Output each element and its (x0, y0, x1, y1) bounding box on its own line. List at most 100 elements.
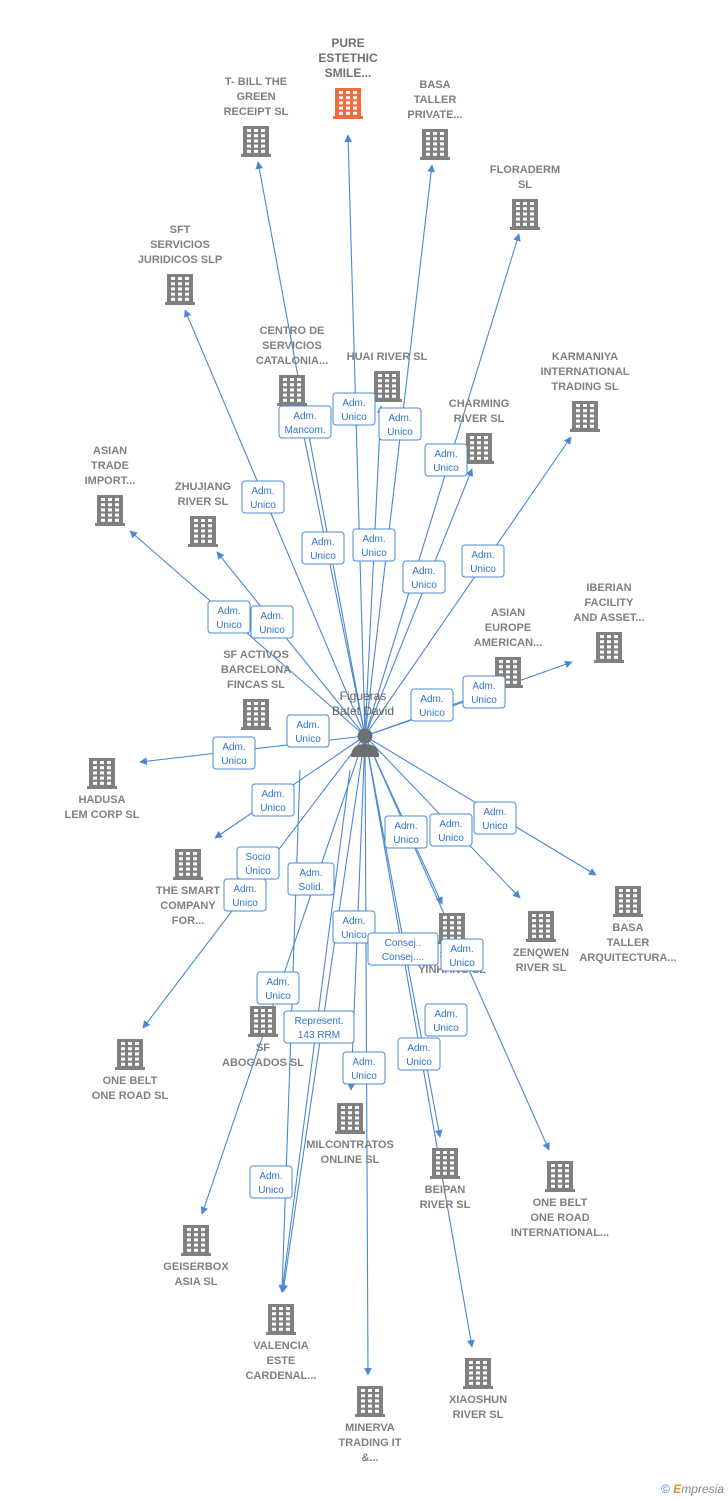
relation-text: Unico (258, 1185, 284, 1196)
relation-label-r3[interactable]: Adm.Unico (378, 407, 422, 441)
company-label: FOR... (172, 915, 204, 927)
center-person[interactable]: Figueras Batet David (332, 689, 394, 757)
company-label: SERVICIOS (262, 340, 322, 352)
building-icon (613, 886, 643, 917)
relation-label-r12[interactable]: Adm.Unico (410, 688, 454, 722)
relation-label-r7[interactable]: Adm.Unico (352, 528, 396, 562)
building-icon (241, 699, 271, 730)
company-node-asiantrade[interactable]: ASIANTRADEIMPORT... (85, 445, 136, 526)
edge-to-asiantrade (129, 530, 366, 737)
relation-label-r10[interactable]: Adm.Unico (207, 600, 251, 634)
company-node-hadusa[interactable]: HADUSA LEM CORP SL (65, 758, 140, 821)
person-body (351, 744, 379, 757)
relation-label-r9[interactable]: Adm.Unico (461, 544, 505, 578)
relation-text: Adm. (362, 534, 385, 545)
relation-label-r24[interactable]: Consej..Consej.... (367, 932, 439, 966)
company-label: THE SMART (156, 885, 220, 897)
relation-label-r22[interactable]: Adm.Solid. (287, 862, 335, 896)
edge-to-basa1 (364, 164, 436, 737)
brand-logo[interactable]: Empresia (673, 1482, 724, 1496)
relation-text: Adm. (342, 398, 365, 409)
relation-label-r5[interactable]: Adm.Unico (241, 480, 285, 514)
relation-label-r14[interactable]: Adm.Unico (286, 714, 330, 748)
company-node-basa1[interactable]: BASATALLERPRIVATE... (407, 79, 463, 160)
company-node-valencia[interactable]: VALENCIAESTECARDENAL... (246, 1304, 317, 1382)
copyright-symbol: © (661, 1482, 670, 1496)
relation-label-r30[interactable]: Adm.Unico (249, 1165, 293, 1199)
relation-label-r2[interactable]: Adm.Unico (332, 392, 376, 426)
relation-text: Unico (351, 1071, 377, 1082)
relation-text: Adm. (434, 1009, 457, 1020)
relation-label-r8[interactable]: Adm.Unico (402, 560, 446, 594)
relation-label-r27[interactable]: Adm.Unico (342, 1051, 386, 1085)
company-node-basa2[interactable]: BASATALLERARQUITECTURA... (579, 886, 677, 964)
relation-label-r19[interactable]: Adm.Unico (473, 801, 517, 835)
relation-label-r28[interactable]: Represent.143 RRM (283, 1010, 355, 1044)
company-node-centro[interactable]: CENTRO DESERVICIOSCATALONIA... (256, 325, 328, 406)
relation-box (429, 813, 473, 847)
building-icon (241, 126, 271, 157)
relation-label-r20[interactable]: Adm.Unico (223, 878, 267, 912)
relation-text: Adm. (420, 694, 443, 705)
relation-box (241, 480, 285, 514)
company-label: SF ACTIVOS (223, 649, 289, 661)
company-label: COMPANY (160, 900, 216, 912)
relation-box (424, 443, 468, 477)
relation-label-r25[interactable]: Adm.Unico (440, 938, 484, 972)
relation-label-r1[interactable]: Adm.Mancom. (278, 405, 332, 439)
company-node-pure[interactable]: PUREESTETHICSMILE... (318, 36, 378, 119)
company-label: FINCAS SL (227, 679, 285, 691)
relation-label-r15[interactable]: Adm.Unico (212, 736, 256, 770)
relation-label-r16[interactable]: Adm.Unico (251, 783, 295, 817)
relation-label-r4[interactable]: Adm.Unico (424, 443, 468, 477)
company-node-smart[interactable]: THE SMART COMPANY FOR... (156, 849, 220, 927)
company-node-asianeu[interactable]: ASIANEUROPEAMERICAN... (474, 607, 542, 688)
relation-label-r17[interactable]: Adm.Unico (384, 815, 428, 849)
relation-label-r31[interactable]: Adm.Unico (424, 1003, 468, 1037)
relation-text: Represent. (295, 1016, 344, 1027)
building-icon (115, 1039, 145, 1070)
company-label: FACILITY (585, 597, 635, 609)
company-label: LEM CORP SL (65, 809, 140, 821)
relation-label-r13[interactable]: Adm.Unico (462, 675, 506, 709)
relation-text: Adm. (296, 720, 319, 731)
relation-box (462, 675, 506, 709)
relation-text: Unico (449, 958, 475, 969)
relation-label-r11[interactable]: Adm.Unico (250, 605, 294, 639)
relation-label-r26[interactable]: Adm.Unico (256, 971, 300, 1005)
relation-text: Adm. (407, 1043, 430, 1054)
relation-label-r29[interactable]: Adm.Unico (397, 1037, 441, 1071)
company-label: SL (518, 179, 532, 191)
relation-box (367, 932, 439, 966)
building-icon (526, 911, 556, 942)
relation-text: Adm. (472, 681, 495, 692)
company-label: HADUSA (78, 794, 125, 806)
relation-label-r6[interactable]: Adm.Unico (301, 531, 345, 565)
relation-label-r18[interactable]: Adm.Unico (429, 813, 473, 847)
building-icon (181, 1225, 211, 1256)
edge-to-centro (296, 411, 366, 737)
company-node-huai[interactable]: HUAI RIVER SL (347, 351, 428, 402)
relation-box (397, 1037, 441, 1071)
relation-text: Adm. (261, 789, 284, 800)
relation-label-r23[interactable]: Adm.Unico (332, 910, 376, 944)
